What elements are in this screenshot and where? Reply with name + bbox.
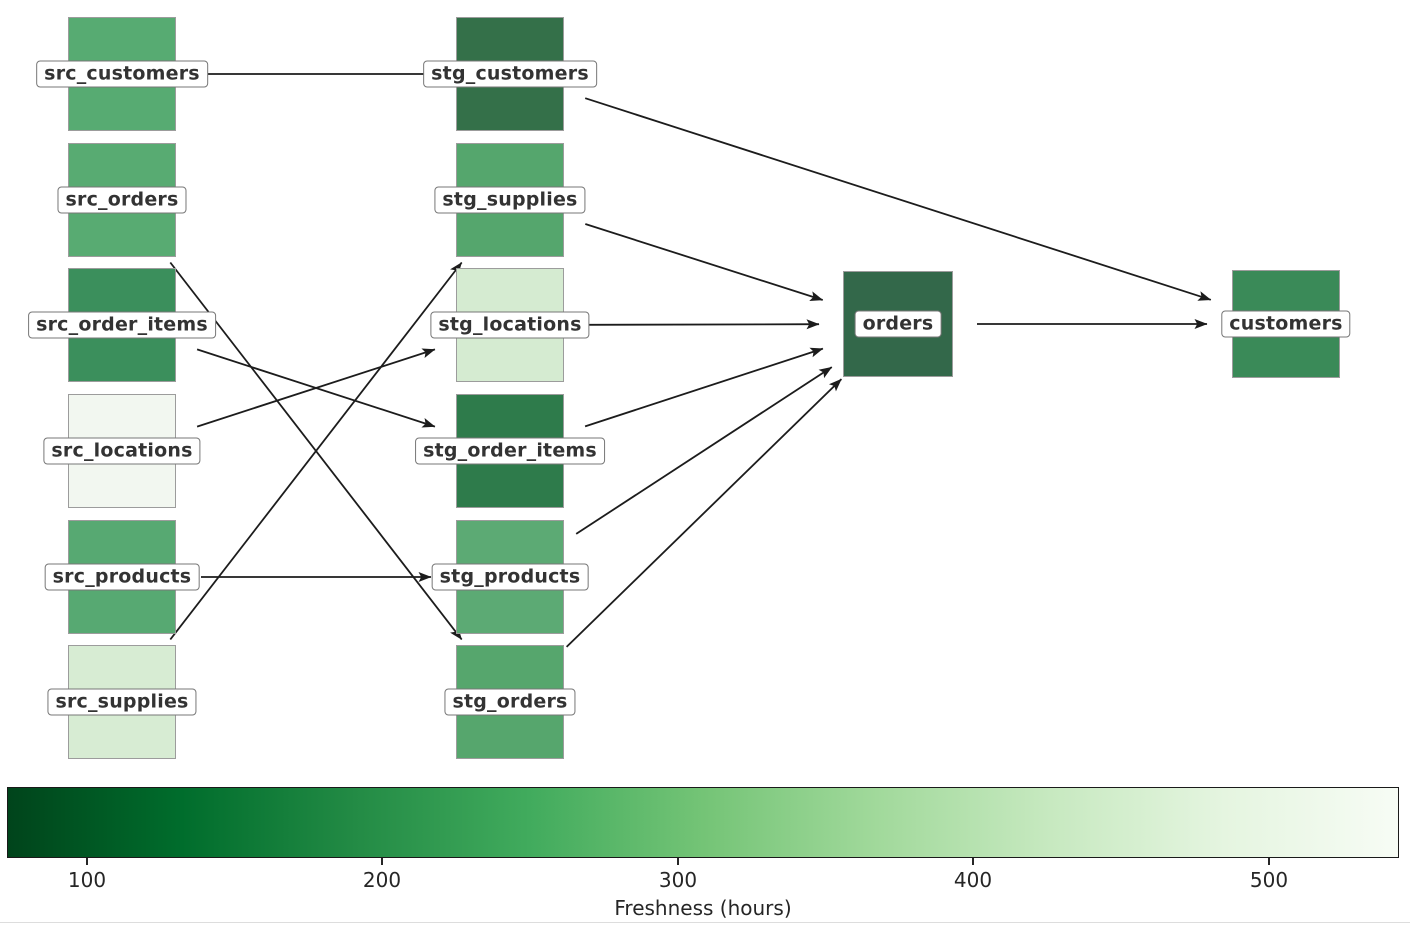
edge-stg_locations-to-orders <box>588 319 820 330</box>
edge-stg_products-to-orders <box>575 366 833 535</box>
edge-src_locations-to-stg_locations <box>196 348 436 428</box>
colorbar-tick-label-100: 100 <box>67 868 107 892</box>
colorbar-gradient <box>7 787 1399 858</box>
colorbar-tick-label-200: 200 <box>362 868 402 892</box>
colorbar-tick-label-500: 500 <box>1249 868 1289 892</box>
colorbar-tick-100 <box>86 858 88 865</box>
node-label-src_locations: src_locations <box>43 437 201 465</box>
edge-stg_supplies-to-orders <box>585 223 824 301</box>
colorbar-tick-label-400: 400 <box>953 868 993 892</box>
node-label-customers: customers <box>1221 310 1351 338</box>
node-label-stg_locations: stg_locations <box>430 311 590 339</box>
node-label-stg_customers: stg_customers <box>423 60 597 88</box>
node-label-src_order_items: src_order_items <box>28 311 216 339</box>
node-label-src_supplies: src_supplies <box>47 688 197 716</box>
node-label-stg_supplies: stg_supplies <box>434 186 586 214</box>
node-label-stg_order_items: stg_order_items <box>415 437 605 465</box>
edge-stg_customers-to-customers <box>584 97 1212 301</box>
colorbar-axis-label: Freshness (hours) <box>614 896 792 920</box>
edge-src_supplies-to-stg_supplies <box>169 261 463 641</box>
colorbar-tick-label-300: 300 <box>658 868 698 892</box>
node-label-stg_orders: stg_orders <box>444 688 576 716</box>
edge-stg_orders-to-orders <box>565 378 843 648</box>
colorbar-tick-200 <box>381 858 383 865</box>
colorbar-tick-500 <box>1268 858 1270 865</box>
edge-stg_order_items-to-orders <box>584 347 824 428</box>
node-label-src_products: src_products <box>44 563 200 591</box>
figure-bottom-rule <box>0 922 1410 923</box>
node-label-orders: orders <box>854 310 942 338</box>
node-label-src_orders: src_orders <box>57 186 187 214</box>
node-label-src_customers: src_customers <box>36 60 208 88</box>
colorbar-tick-300 <box>677 858 679 865</box>
colorbar-tick-400 <box>972 858 974 865</box>
node-label-stg_products: stg_products <box>431 563 589 591</box>
